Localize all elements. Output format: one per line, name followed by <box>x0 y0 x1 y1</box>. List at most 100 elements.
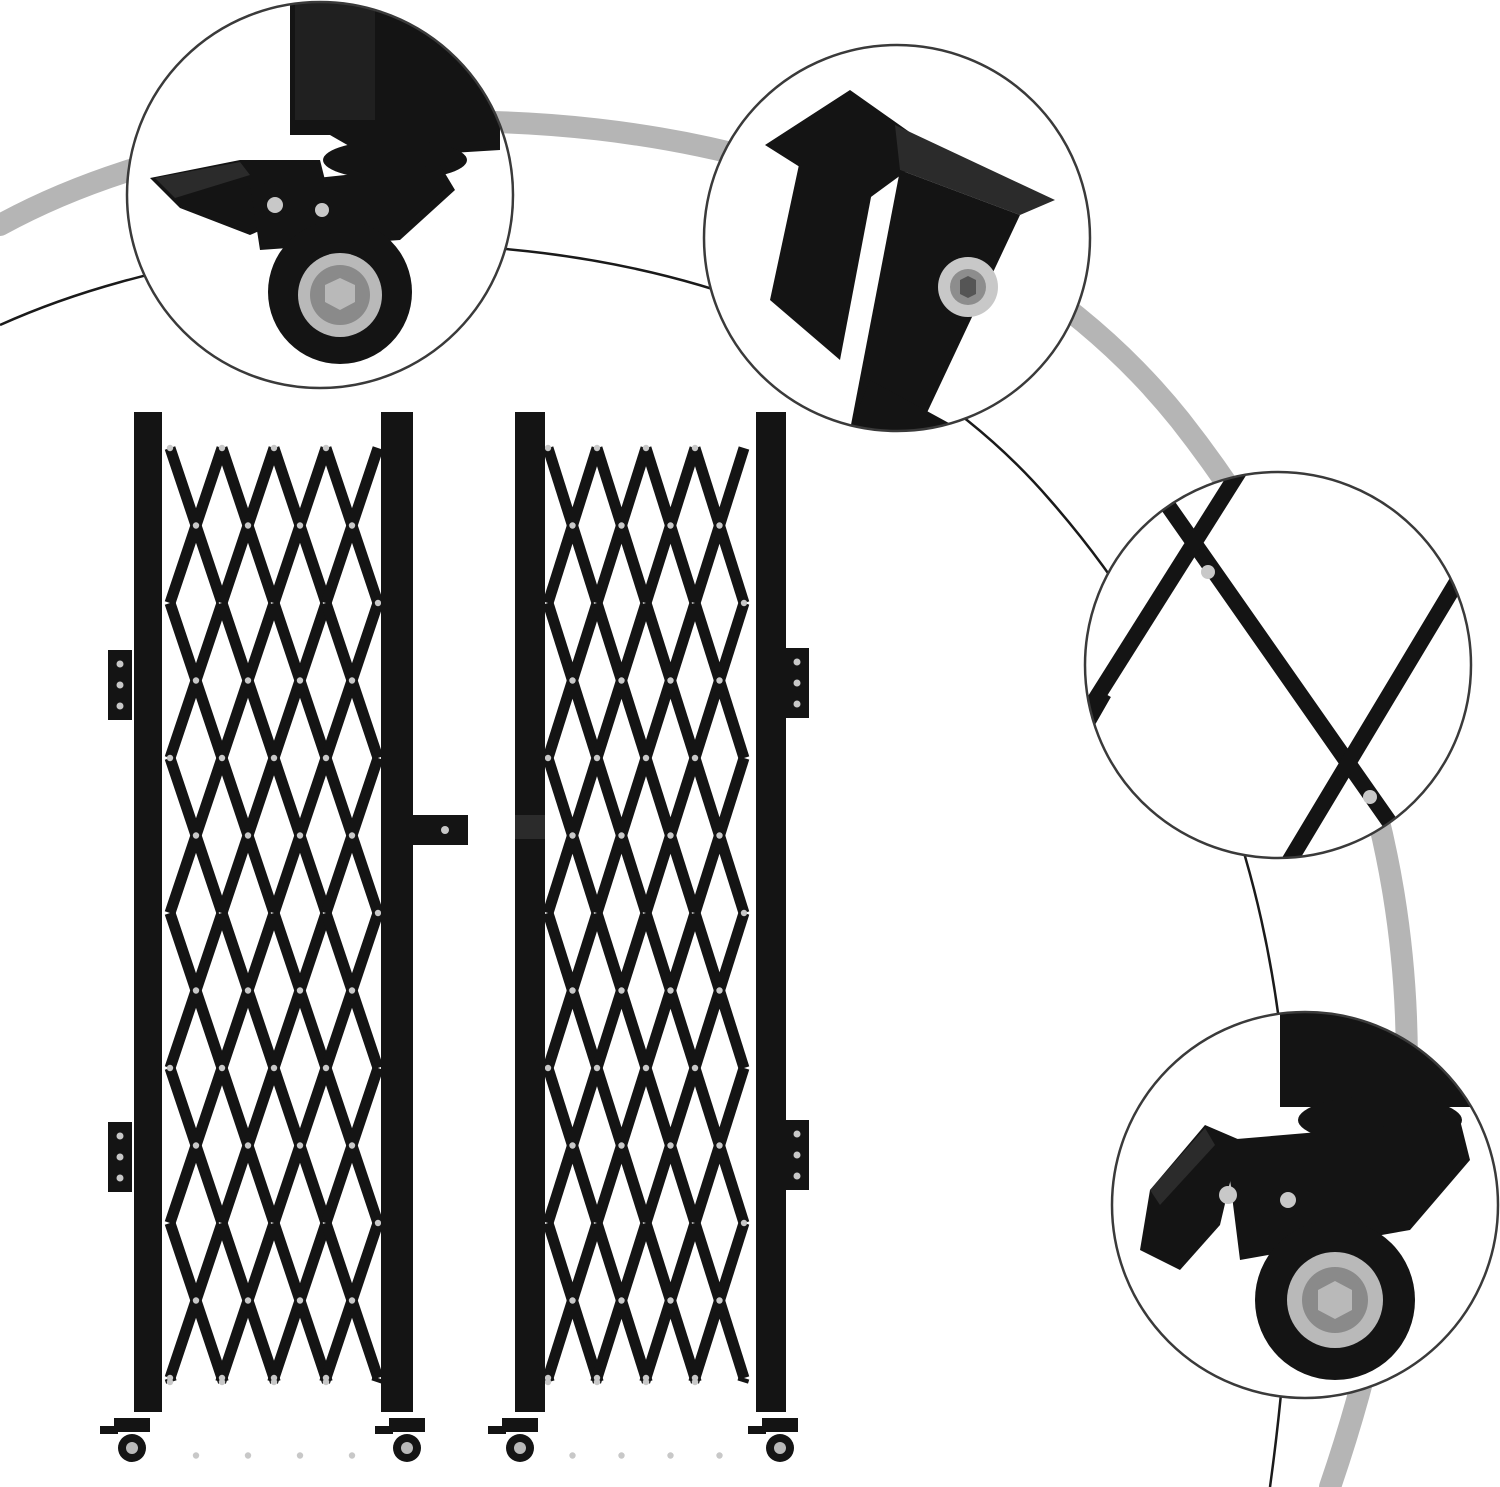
latch-screw <box>441 826 449 834</box>
left-panel-rivet <box>374 1219 382 1227</box>
right-panel-rivet <box>691 444 699 452</box>
right-panel-rivet <box>716 832 723 839</box>
right-panel-rivet <box>618 1142 625 1149</box>
left-panel-rivet <box>244 832 252 839</box>
left-panel-rivet <box>244 987 252 994</box>
left-panel-bottom-hinge-screw <box>116 1132 124 1140</box>
left-panel-rivet <box>322 754 330 762</box>
right-panel-rivet <box>544 1064 552 1072</box>
left-panel-bottom-hinge-screw <box>116 1174 124 1182</box>
left-panel-wheel-outer-brake <box>100 1426 118 1434</box>
left-panel-rivet <box>296 522 304 529</box>
left-panel-rivet <box>192 987 200 994</box>
left-panel-rivet <box>296 832 304 839</box>
right-panel-rivet <box>667 987 674 994</box>
right-panel-rivet <box>667 522 674 529</box>
right-panel-rivet <box>642 1064 650 1072</box>
left-panel-bottom-hinge-screw <box>116 1153 124 1161</box>
right-panel-rivet <box>569 987 576 994</box>
left-panel-rivet <box>244 522 252 529</box>
left-panel-rivet <box>322 444 330 452</box>
left-panel-rivet <box>270 1378 278 1386</box>
lattice-icon <box>1085 472 1471 858</box>
latch-plate <box>410 815 468 845</box>
left-panel-rivet <box>244 1297 252 1304</box>
left-panel-rivet <box>348 1142 356 1149</box>
left-panel-rivet <box>166 444 174 452</box>
left-panel-wheel-outer-mount <box>114 1418 150 1432</box>
left-panel-top-hinge-screw <box>116 681 124 689</box>
left-panel-rivet <box>348 522 356 529</box>
left-panel-rivet <box>348 832 356 839</box>
right-panel-rivet <box>716 1297 723 1304</box>
right-panel-wheel-inner-mount <box>502 1418 538 1432</box>
right-panel-rivet <box>569 1452 576 1459</box>
right-panel-wheel-outer-brake <box>748 1426 766 1434</box>
left-panel-rivet <box>374 909 382 917</box>
right-panel-rivet <box>691 754 699 762</box>
left-panel-rivet <box>296 987 304 994</box>
right-panel-bottom-hinge-screw <box>793 1172 801 1180</box>
right-panel-rivet <box>569 1297 576 1304</box>
right-panel-rivet <box>716 522 723 529</box>
right-panel-rivet <box>740 1219 748 1227</box>
left-panel-rivet <box>348 987 356 994</box>
right-panel-rivet <box>544 754 552 762</box>
left-panel-bar <box>371 1376 384 1384</box>
right-panel-rivet <box>618 677 625 684</box>
left-panel-rivet <box>166 1064 174 1072</box>
right-panel-rivet <box>593 1064 601 1072</box>
left-panel-rivet <box>322 1378 330 1386</box>
folding-gate <box>100 412 809 1462</box>
left-panel-rivet <box>192 1142 200 1149</box>
right-panel-rivet <box>667 1297 674 1304</box>
bolt-icon <box>765 90 1055 431</box>
left-panel-rivet <box>348 677 356 684</box>
left-panel-rivet <box>218 754 226 762</box>
latch-receiver <box>515 815 545 839</box>
left-panel-top-hinge-screw <box>116 660 124 668</box>
left-panel-rivet <box>322 1064 330 1072</box>
left-panel-rivet <box>270 1064 278 1072</box>
left-panel-rivet <box>296 677 304 684</box>
right-panel-rivet <box>618 522 625 529</box>
right-panel-rivet <box>667 677 674 684</box>
right-panel-rivet <box>618 987 625 994</box>
right-panel-rivet <box>593 754 601 762</box>
right-panel-rivet <box>642 754 650 762</box>
right-panel-wheel-inner-brake <box>488 1426 506 1434</box>
left-panel-rivet <box>296 1452 304 1459</box>
right-panel-rivet <box>593 444 601 452</box>
right-panel-rivet <box>667 832 674 839</box>
left-panel-wheel-inner-brake <box>375 1426 393 1434</box>
left-panel-inner-post <box>381 412 413 1412</box>
left-panel-rivet <box>244 1452 252 1459</box>
left-panel-wheel-outer-hub <box>126 1442 138 1454</box>
right-panel-inner-post <box>515 412 545 1412</box>
right-panel-rivet <box>569 522 576 529</box>
right-panel-rivet <box>691 1378 699 1386</box>
right-panel-rivet <box>716 1452 723 1459</box>
right-panel-outer-post <box>756 412 786 1412</box>
left-panel-rivet <box>218 1378 226 1386</box>
right-panel-rivet <box>593 1378 601 1386</box>
right-panel-rivet <box>642 444 650 452</box>
right-panel-top-hinge-screw <box>793 658 801 666</box>
right-panel-rivet <box>691 1064 699 1072</box>
right-panel-rivet <box>716 987 723 994</box>
left-panel-wheel-inner-mount <box>389 1418 425 1432</box>
right-panel-rivet <box>618 832 625 839</box>
right-panel-wheel-inner-hub <box>514 1442 526 1454</box>
left-panel-wheel-inner-hub <box>401 1442 413 1454</box>
right-panel-rivet <box>618 1297 625 1304</box>
left-panel-rivet <box>296 1297 304 1304</box>
right-panel-rivet <box>716 1142 723 1149</box>
right-panel-rivet <box>740 909 748 917</box>
left-panel-rivet <box>218 444 226 452</box>
right-panel-bottom-hinge-screw <box>793 1130 801 1138</box>
left-panel-rivet <box>270 444 278 452</box>
right-panel-rivet <box>642 1378 650 1386</box>
left-panel-rivet <box>348 1452 356 1459</box>
right-panel-rivet <box>716 677 723 684</box>
